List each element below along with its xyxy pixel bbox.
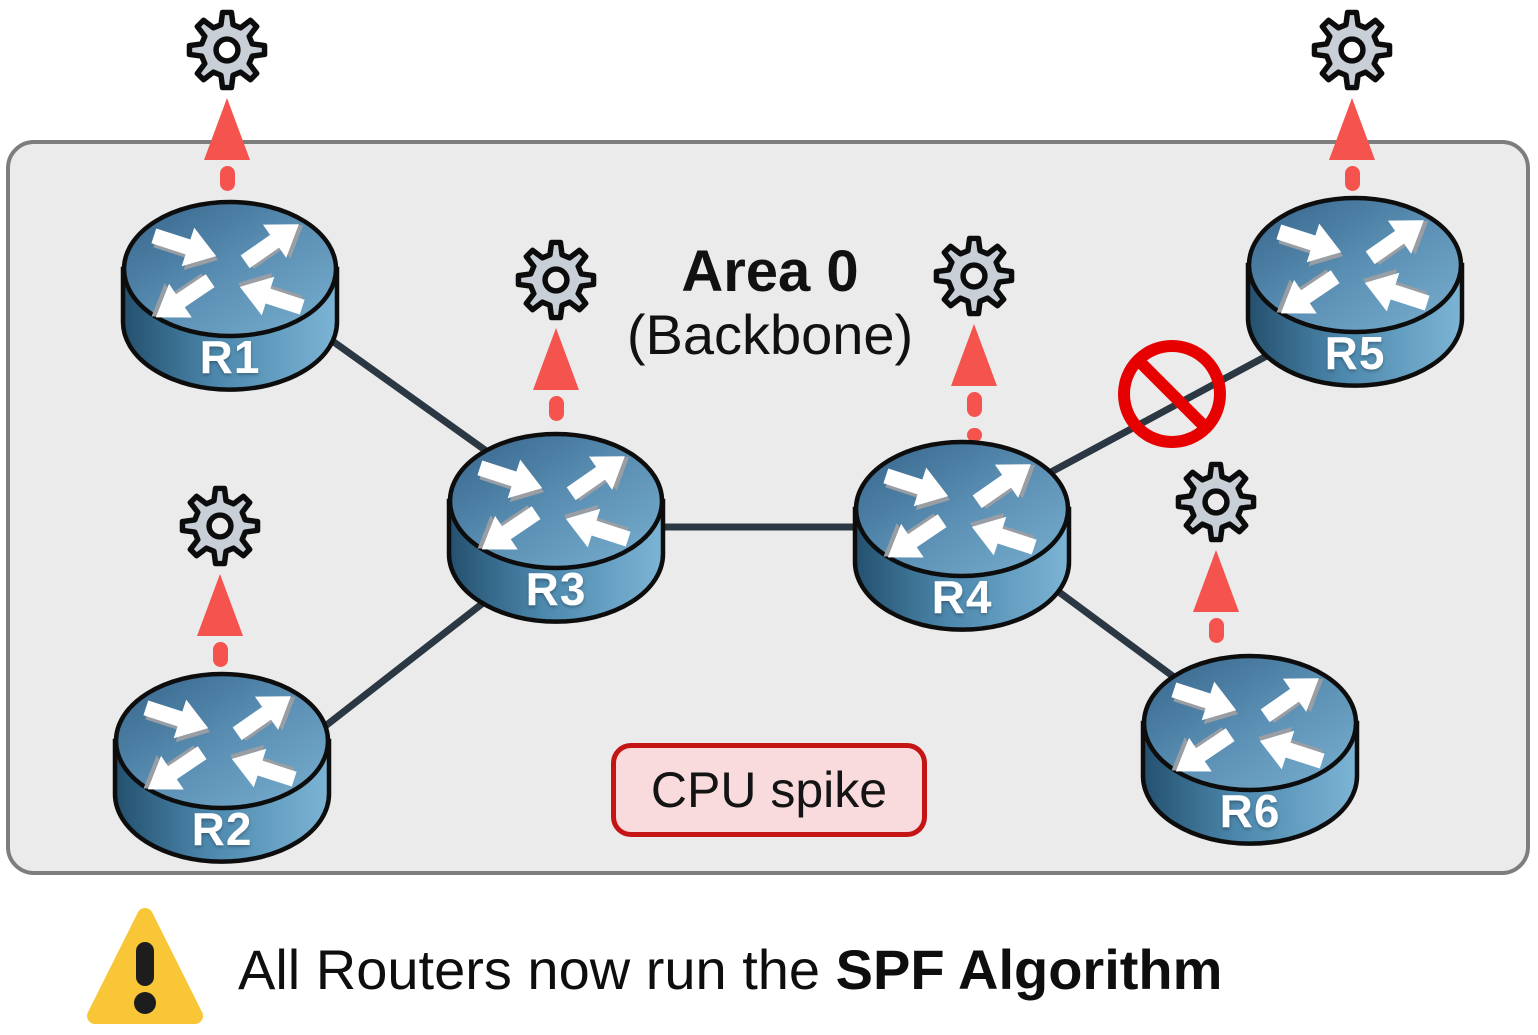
cpu-spike-badge: CPU spike (611, 743, 927, 837)
spike-arrow-dash (1344, 166, 1360, 191)
gear-icon (1311, 9, 1393, 91)
spf-indicator-r2 (177, 484, 263, 667)
spf-indicator-r5 (1309, 8, 1395, 191)
router-label: R2 (191, 803, 253, 855)
router-label: R5 (1324, 327, 1386, 379)
gear-icon (179, 485, 261, 567)
spf-indicator-r1 (184, 8, 270, 191)
router-label: R6 (1219, 785, 1281, 837)
spike-arrow-dash (219, 166, 235, 191)
spike-arrow-dash (212, 642, 228, 667)
router-icon (120, 199, 340, 392)
area-subtitle: (Backbone) (626, 303, 914, 366)
router-label: R4 (931, 571, 993, 623)
spf-indicator-r3 (513, 238, 599, 421)
router-r1: R1 (115, 196, 345, 396)
router-r6: R6 (1135, 650, 1365, 850)
footer-message: All Routers now run the SPF Algorithm (238, 932, 1222, 1008)
gear-icon (186, 9, 268, 91)
router-r5: R5 (1240, 192, 1470, 392)
spike-arrow-up (204, 98, 250, 160)
cpu-spike-label: CPU spike (650, 762, 888, 818)
spike-arrow-dash (966, 428, 982, 442)
router-label: R1 (199, 331, 261, 383)
spike-arrow-up (1329, 98, 1375, 160)
spike-arrow-up (197, 574, 243, 636)
spf-indicator-r4 (931, 234, 1017, 442)
router-icon (852, 439, 1072, 632)
footer-message-prefix: All Routers now run the (238, 938, 836, 1001)
router-r2: R2 (107, 668, 337, 868)
gear-icon (515, 239, 597, 321)
spike-arrow-dash (548, 396, 564, 421)
spike-arrow-dash (966, 392, 982, 417)
router-r4: R4 (847, 436, 1077, 636)
warning-triangle-icon (87, 908, 203, 1024)
router-icon (112, 671, 332, 864)
router-r3: R3 (441, 428, 671, 628)
gear-icon (1175, 461, 1257, 543)
area-heading: Area 0 (Backbone) (517, 240, 1023, 366)
area-title: Area 0 (681, 239, 859, 304)
footer-message-emphasis: SPF Algorithm (835, 938, 1223, 1001)
gear-icon (933, 235, 1015, 317)
spike-arrow-dash (1208, 618, 1224, 643)
spf-indicator-r6 (1173, 460, 1259, 643)
spike-arrow-up (1193, 550, 1239, 612)
router-label: R3 (525, 563, 587, 615)
